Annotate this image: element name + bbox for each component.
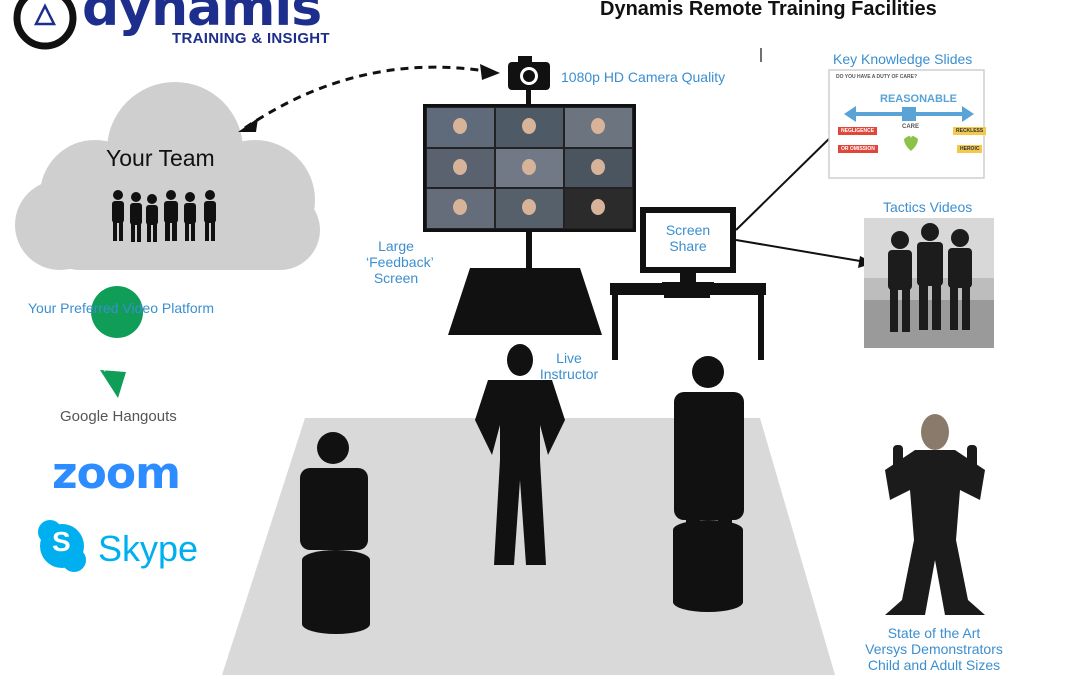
trainee-left [300,432,370,634]
brand-tagline: TRAINING & INSIGHT [172,30,330,47]
screen-share-label-line: Share [669,238,707,254]
google-hangouts-text: Google Hangouts [60,408,177,425]
google-hangouts-logo [91,286,144,398]
screen-share-label: Screen Share [648,222,728,254]
team-silhouettes [112,190,216,242]
video-participant-tile [426,107,495,148]
slide-heading: REASONABLE [880,93,958,105]
feedback-screen [423,104,636,232]
demonstrators-label-line: Child and Adult Sizes [867,657,1001,673]
participant-face [521,158,536,175]
slide-right-item: RECKLESS [953,127,987,135]
knowledge-slide [828,69,985,179]
team-cloud [15,82,320,270]
participant-face [521,199,536,216]
participant-face [521,118,536,134]
participant-face [590,158,605,175]
slide-question: DO YOU HAVE A DUTY OF CARE? [836,74,918,80]
video-participant-tile [426,188,495,229]
screen-stand [448,268,602,335]
instructor-label-line: Instructor [539,366,599,382]
page-title: Dynamis Remote Training Facilities [600,0,937,20]
screen-share-monitor [640,207,736,288]
participant-face [590,199,605,216]
skype-logo [38,520,86,572]
camera-to-team-arrow [244,65,493,130]
skype-logo-text: Skype [98,528,199,569]
brand-name: dynamis [82,0,322,38]
slide-left-item: NEGLIGENCE [838,127,878,135]
trainee-right [673,356,744,612]
video-platform-label: Your Preferred Video Platform [28,300,214,316]
participant-face [452,199,467,216]
video-participant-tile [564,107,633,148]
video-participant-tile [495,147,564,189]
skype-s-icon: S [52,526,71,557]
video-call-grid [426,107,633,229]
participant-face [452,158,467,175]
video-participant-tile [495,188,564,229]
cloud-title: Your Team [106,145,215,171]
slide-left-item: OR OMISSION [838,145,878,153]
slide-center-label: CARE [902,124,920,130]
tactics-video-photo [864,218,994,348]
dynamis-logo-mark [13,0,77,50]
camera-label: 1080p HD Camera Quality [561,69,726,85]
feedback-label-line: ‘Feedback’ [366,254,434,270]
feedback-label-line: Large [378,238,414,254]
screen-share-label-line: Screen [665,222,711,238]
video-participant-tile [426,147,495,189]
video-participant-tile [495,107,564,148]
feedback-screen-label: Large ‘Feedback’ Screen [366,238,434,286]
slide-right-item: HEROIC [957,145,983,153]
desk [610,283,766,360]
instructor-label-line: Live [556,350,582,366]
live-instructor [475,344,565,565]
key-slides-label: Key Knowledge Slides [833,51,973,67]
participant-face [590,118,605,134]
zoom-logo-text: zoom [52,448,181,499]
video-participant-tile [564,147,633,189]
live-instructor-label: Live Instructor [532,350,606,382]
feedback-label-line: Screen [373,270,419,286]
demonstrators-label-line: State of the Art [887,625,981,641]
participant-face [452,118,467,134]
versys-dummy [885,414,985,615]
video-participant-tile [564,188,633,229]
camera-icon [508,56,550,90]
tactics-videos-label: Tactics Videos [883,199,973,215]
demonstrators-label: State of the Art Versys Demonstrators Ch… [856,625,1012,673]
demonstrators-label-line: Versys Demonstrators [865,641,1003,657]
